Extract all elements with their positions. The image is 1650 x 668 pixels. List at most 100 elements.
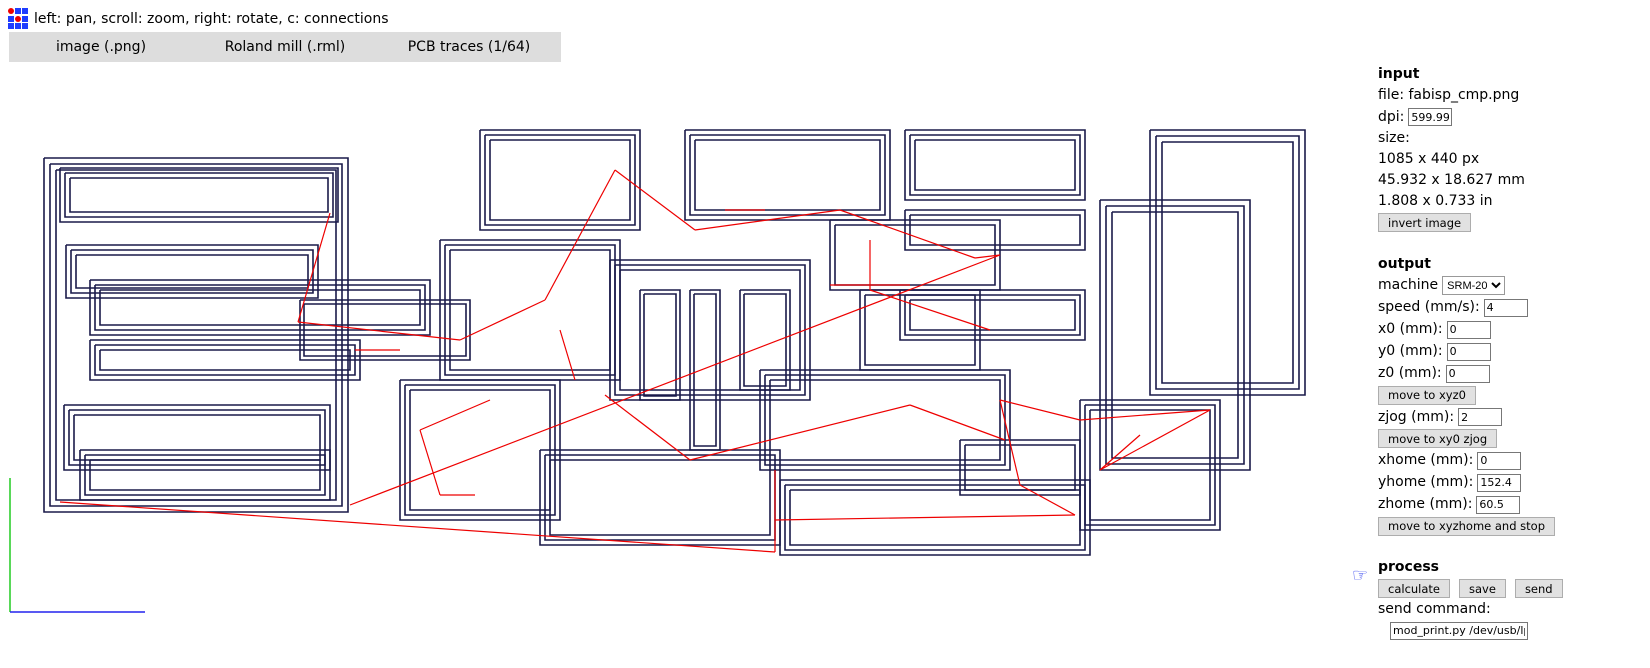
trace-path xyxy=(64,172,334,218)
size-in: 1.808 x 0.733 in xyxy=(1378,193,1493,209)
menu-image-png[interactable]: image (.png) xyxy=(55,39,147,55)
connection-line xyxy=(999,399,1081,421)
input-heading: input xyxy=(1378,66,1420,82)
toolpath-traces xyxy=(43,129,1306,556)
trace-path xyxy=(694,139,881,211)
trace-path xyxy=(689,134,886,216)
size-label: size: xyxy=(1378,130,1410,146)
trace-path xyxy=(75,254,309,289)
dpi-input[interactable] xyxy=(1408,108,1453,126)
trace-path xyxy=(79,449,331,501)
trace-path xyxy=(909,299,1076,331)
connection-line xyxy=(1019,484,1076,516)
connection-line xyxy=(604,394,691,461)
connection-line xyxy=(544,169,616,301)
trace-path xyxy=(1161,141,1294,384)
trace-path xyxy=(779,479,1091,556)
connection-line xyxy=(459,299,546,341)
trace-path xyxy=(59,167,339,223)
output-heading: output xyxy=(1378,255,1431,272)
trace-path xyxy=(693,293,717,447)
trace-path xyxy=(904,209,1086,251)
connection-line xyxy=(1099,409,1211,471)
menu-pcb-traces[interactable]: PCB traces (1/64) xyxy=(407,39,531,55)
trace-path xyxy=(43,157,349,513)
trace-path xyxy=(70,249,314,294)
trace-path xyxy=(899,289,1086,341)
move-to-zjog-button[interactable]: move to xy0 zjog xyxy=(1378,429,1498,448)
app-logo-icon xyxy=(8,8,30,30)
connection-line xyxy=(694,209,841,231)
trace-path xyxy=(904,129,1086,201)
connection-line xyxy=(869,289,991,331)
trace-path xyxy=(1149,129,1306,396)
trace-path xyxy=(1084,404,1216,526)
trace-path xyxy=(1089,409,1211,521)
machine-select[interactable]: SRM-20 xyxy=(1442,276,1506,295)
y0-label: y0 (mm): xyxy=(1378,343,1443,359)
xhome-label: xhome (mm): xyxy=(1378,452,1474,468)
trace-path xyxy=(769,379,1001,461)
yhome-input[interactable] xyxy=(1477,473,1522,492)
trace-path xyxy=(303,303,467,357)
trace-path xyxy=(904,294,1081,336)
trace-path xyxy=(639,289,681,401)
zjog-input[interactable] xyxy=(1458,408,1503,426)
speed-input[interactable] xyxy=(1483,298,1528,317)
file-name: file: fabisp_cmp.png xyxy=(1378,87,1520,103)
dpi-label: dpi: xyxy=(1378,108,1405,125)
send-command-input[interactable] xyxy=(1390,621,1528,640)
trace-path xyxy=(964,444,1076,491)
trace-path xyxy=(94,344,356,376)
send-command-label: send command: xyxy=(1378,601,1491,617)
trace-path xyxy=(743,293,787,387)
hint-text: left: pan, scroll: zoom, right: rotate, … xyxy=(34,11,389,27)
settings-panel: input file: fabisp_cmp.png dpi: size: 10… xyxy=(1378,64,1563,641)
send-button[interactable]: send xyxy=(1514,579,1563,598)
trace-path xyxy=(914,139,1076,191)
trace-path xyxy=(84,454,326,496)
trace-path xyxy=(684,129,891,221)
move-to-xyz0-button[interactable]: move to xyz0 xyxy=(1378,385,1476,405)
zhome-label: zhome (mm): xyxy=(1378,496,1473,512)
menu-roland-mill[interactable]: Roland mill (.rml) xyxy=(224,39,346,55)
connection-line xyxy=(419,399,491,431)
calculate-button[interactable]: calculate xyxy=(1378,579,1451,598)
x0-input[interactable] xyxy=(1446,320,1491,339)
move-to-home-button[interactable]: move to xyzhome and stop xyxy=(1378,516,1556,536)
connection-line xyxy=(1079,409,1211,421)
trace-path xyxy=(609,259,811,401)
toolpath-view[interactable] xyxy=(0,60,1370,660)
zhome-input[interactable] xyxy=(1476,495,1521,514)
trace-path xyxy=(1099,199,1251,471)
connection-line xyxy=(909,404,1006,441)
z0-input[interactable] xyxy=(1445,364,1490,383)
save-button[interactable]: save xyxy=(1459,579,1506,598)
trace-path xyxy=(69,177,329,213)
invert-image-button[interactable]: invert image xyxy=(1378,213,1472,232)
trace-path xyxy=(1079,399,1221,531)
trace-path xyxy=(643,293,677,397)
machine-label: machine xyxy=(1378,277,1439,293)
pointer-hand-icon: ☞ xyxy=(1352,565,1369,586)
connection-line xyxy=(559,329,576,381)
trace-path xyxy=(784,484,1086,551)
trace-path xyxy=(549,459,771,536)
connection-line xyxy=(999,399,1021,486)
trace-path xyxy=(399,379,561,521)
trace-path xyxy=(449,249,611,371)
trace-path xyxy=(299,299,471,361)
trace-path xyxy=(89,339,361,381)
trace-path xyxy=(1155,135,1300,390)
trace-path xyxy=(55,169,337,501)
y0-input[interactable] xyxy=(1446,342,1491,361)
speed-label: speed (mm/s): xyxy=(1378,299,1480,315)
trace-path xyxy=(484,134,636,226)
trace-path xyxy=(544,454,776,541)
trace-path xyxy=(99,289,421,326)
z0-label: z0 (mm): xyxy=(1378,365,1442,381)
trace-path xyxy=(614,264,806,396)
toolpath-connections xyxy=(59,169,1211,553)
xhome-input[interactable] xyxy=(1477,451,1522,470)
trace-path xyxy=(94,284,426,331)
